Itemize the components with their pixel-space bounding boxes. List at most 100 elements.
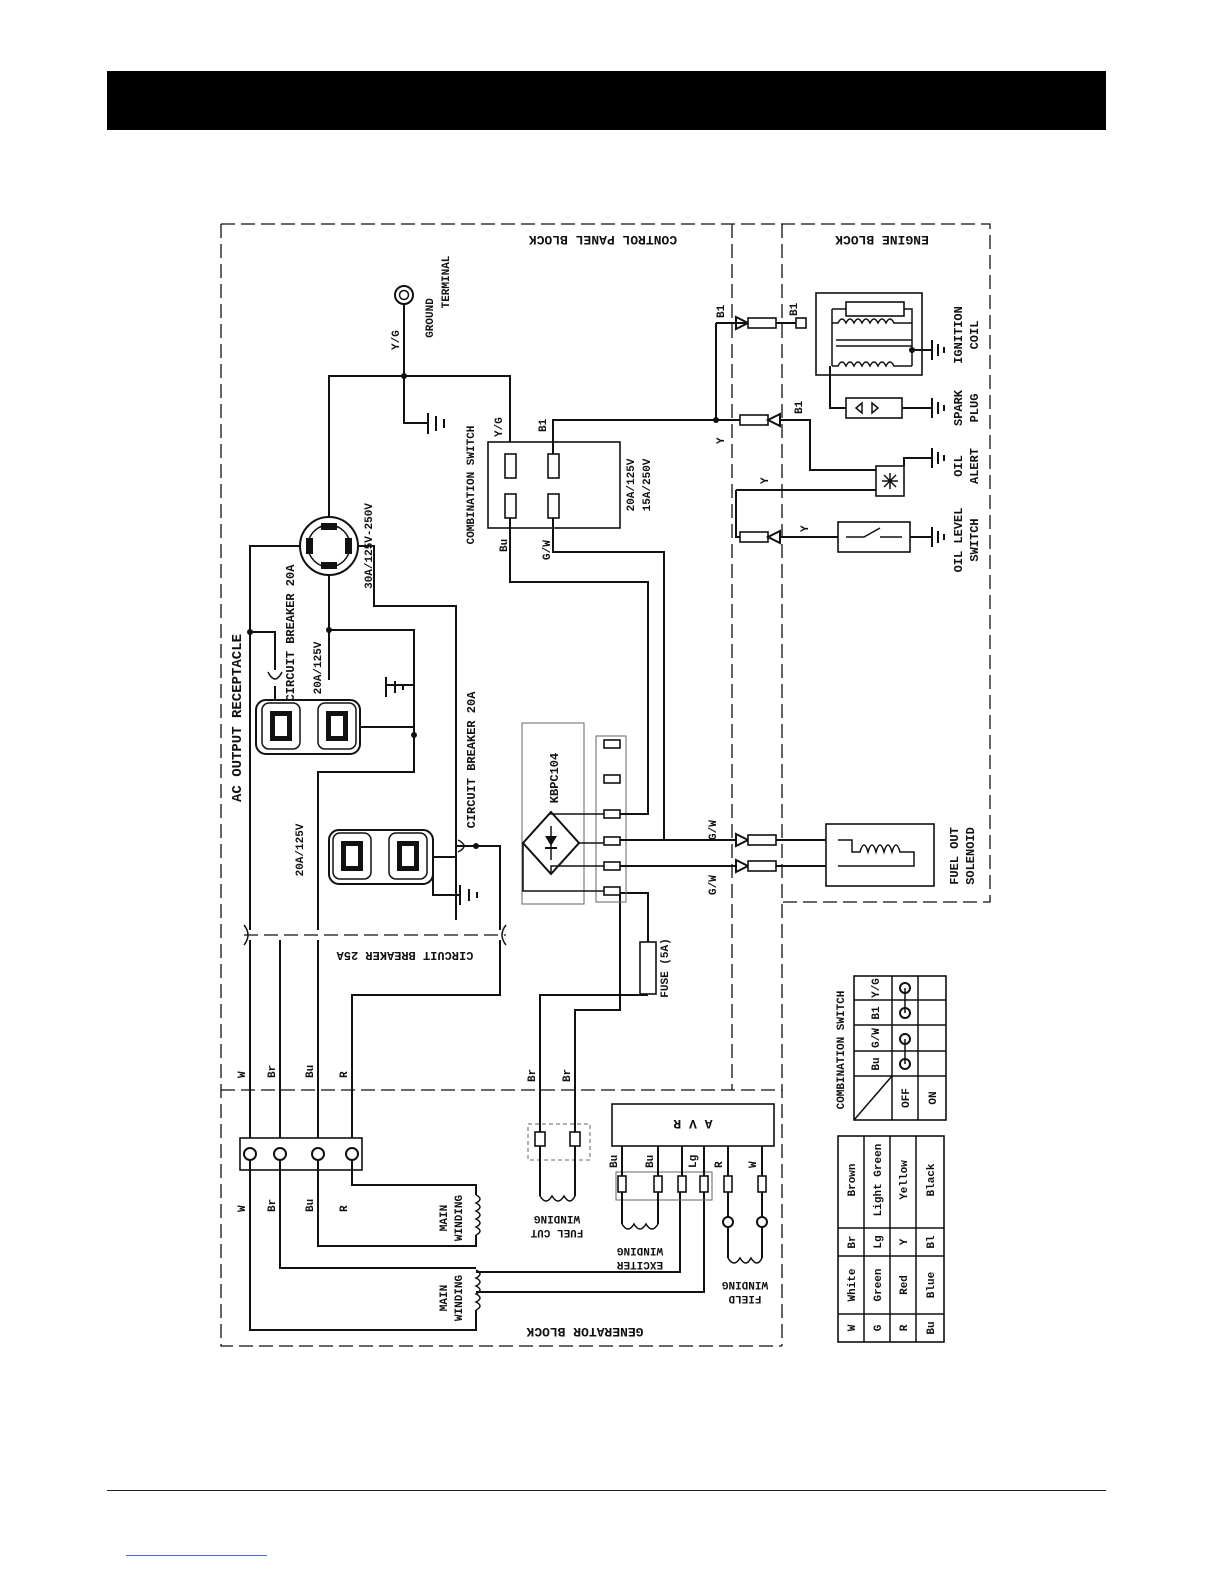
wire-label-y-junction: Y xyxy=(716,437,728,444)
generator-block-label: GENERATOR BLOCK xyxy=(526,1324,643,1339)
bridge-label: KBPC104 xyxy=(548,753,562,803)
duplex-receptacle-top xyxy=(255,699,361,755)
generator-terminal-block xyxy=(239,1137,363,1171)
fuel-cut-winding-label-a: FUEL CUT xyxy=(530,1226,583,1238)
wire-label-lg-avr: Lg xyxy=(688,1155,700,1168)
field-winding-label-b: WINDING xyxy=(722,1278,769,1290)
wire-label-b1-ignition: B1 xyxy=(789,302,801,316)
ignition-coil-label-b: COIL xyxy=(968,321,982,350)
combination-switch-rating-2: 15A/250V xyxy=(642,458,654,511)
oil-alert-label-b: ALERT xyxy=(968,448,982,484)
header-bar xyxy=(107,71,1106,130)
legend-name-white: White xyxy=(847,1268,859,1301)
fuel-solenoid-label-b: SOLENOID xyxy=(964,827,978,885)
legend-name-red: Red xyxy=(899,1275,911,1295)
connector-oil-level xyxy=(735,489,876,545)
combination-switch-label: COMBINATION SWITCH xyxy=(466,426,478,545)
oil-alert-label-a: OIL xyxy=(952,455,966,477)
control-panel-block-label: CONTROL PANEL BLOCK xyxy=(529,232,677,247)
main-winding-2 xyxy=(474,1269,481,1311)
switch-table-col-b1: B1 xyxy=(871,1006,883,1020)
wire-label-bu-avr-2: Bu xyxy=(645,1155,657,1168)
oil-level-switch xyxy=(837,521,945,553)
combination-switch xyxy=(487,419,716,841)
wire-label-yg-ground: Y/G xyxy=(391,330,403,350)
wire-label-b1-top: B1 xyxy=(716,304,728,318)
legend-name-blue: Blue xyxy=(926,1271,938,1298)
field-winding-label-a: FIELD xyxy=(728,1292,761,1304)
wire-label-bu-upper: Bu xyxy=(305,1065,317,1078)
legend-name-black: Black xyxy=(926,1163,938,1196)
breaker-main-label: CIRCUIT BREAKER 25A xyxy=(336,948,474,962)
switch-table-title: COMBINATION SWITCH xyxy=(836,991,848,1110)
circuit-breaker-25a xyxy=(243,924,507,946)
engine-block-label: ENGINE BLOCK xyxy=(835,232,929,247)
wire-label-bu-avr-1: Bu xyxy=(609,1155,621,1168)
legend-code-w: W xyxy=(847,1324,859,1331)
spark-plug xyxy=(845,397,945,419)
oil-level-switch-label-a: OIL LEVEL xyxy=(952,508,966,573)
duplex-receptacle-middle xyxy=(328,829,434,885)
fuel-cut-winding-label-b: WINDING xyxy=(534,1212,581,1224)
switch-table xyxy=(853,975,947,1121)
wire-label-bu-lower: Bu xyxy=(305,1199,317,1212)
switch-table-col-gw: G/W xyxy=(871,1028,883,1048)
main-winding-1-label-b: WINDING xyxy=(454,1195,466,1242)
legend-code-bl: Bl xyxy=(926,1235,938,1249)
ignition-coil xyxy=(815,292,945,409)
fuel-out-solenoid xyxy=(825,823,935,887)
breaker-top-label: CIRCUIT BREAKER 20A xyxy=(284,564,298,702)
wire-label-br-fuelcut-1: Br xyxy=(527,1069,539,1082)
fuel-solenoid-label-a: FUEL OUT xyxy=(948,827,962,885)
legend-code-r: R xyxy=(899,1324,911,1331)
wire-label-y-oil-2: Y xyxy=(800,525,812,532)
main-winding-1-label-a: MAIN xyxy=(439,1205,451,1231)
fuse-label: FUSE (5A) xyxy=(660,938,672,997)
ground-terminal-label-2: TERMINAL xyxy=(441,255,453,308)
twist-lock-receptacle xyxy=(299,516,359,576)
main-winding-2-label-b: WINDING xyxy=(454,1275,466,1322)
wire-label-br-lower: Br xyxy=(267,1199,279,1212)
legend-name-yellow: Yellow xyxy=(899,1160,911,1200)
breaker-middle-label: CIRCUIT BREAKER 20A xyxy=(465,691,479,829)
footer-rule xyxy=(107,1490,1106,1491)
wire-label-b1-switch: B1 xyxy=(538,418,550,432)
spark-plug-label-a: SPARK xyxy=(952,389,966,426)
wire-label-br-fuelcut-2: Br xyxy=(562,1069,574,1082)
legend-code-br: Br xyxy=(847,1235,859,1248)
wire-label-r-upper: R xyxy=(339,1071,351,1078)
wire-label-yg-switch: Y/G xyxy=(494,417,506,437)
circuit-breaker-top xyxy=(247,629,283,700)
legend-code-bu: Bu xyxy=(926,1321,938,1334)
ground-bus xyxy=(328,375,511,518)
duplex-rating-middle: 20A/125V xyxy=(295,823,307,876)
avr-label: A V R xyxy=(673,1116,712,1131)
switch-table-col-yg: Y/G xyxy=(871,978,883,998)
wire-label-w-avr: W xyxy=(748,1161,760,1168)
receptacle-title: AC OUTPUT RECEPTACLE xyxy=(230,634,246,802)
main-winding-1 xyxy=(474,1194,481,1236)
ignition-coil-label-a: IGNITION xyxy=(952,306,966,364)
legend-name-brown: Brown xyxy=(847,1163,859,1196)
legend-code-y: Y xyxy=(899,1238,911,1245)
oil-alert xyxy=(875,448,945,497)
fuel-cut-winding xyxy=(527,893,648,1202)
switch-table-row-off: OFF xyxy=(901,1088,913,1108)
combination-switch-rating-1: 20A/125V xyxy=(626,458,638,511)
exciter-winding-label-a: EXCITER xyxy=(617,1258,664,1270)
wire-label-w-lower: W xyxy=(237,1205,249,1212)
fuse-5a xyxy=(620,892,657,995)
wire-label-gw-switch: G/W xyxy=(542,540,554,560)
color-legend-table xyxy=(837,1135,945,1343)
legend-code-lg: Lg xyxy=(873,1235,885,1248)
block-boundaries xyxy=(220,223,991,1347)
exciter-winding-label-b: WINDING xyxy=(617,1244,664,1256)
oil-level-switch-label-b: SWITCH xyxy=(968,518,982,561)
wire-label-b1-spark: B1 xyxy=(794,400,806,414)
footer-link-underline[interactable] xyxy=(126,1555,267,1556)
connector-solenoid xyxy=(620,832,826,874)
wire-label-w-upper: W xyxy=(237,1071,249,1078)
spark-plug-label-b: PLUG xyxy=(968,394,982,423)
connector-ignition xyxy=(735,315,807,331)
